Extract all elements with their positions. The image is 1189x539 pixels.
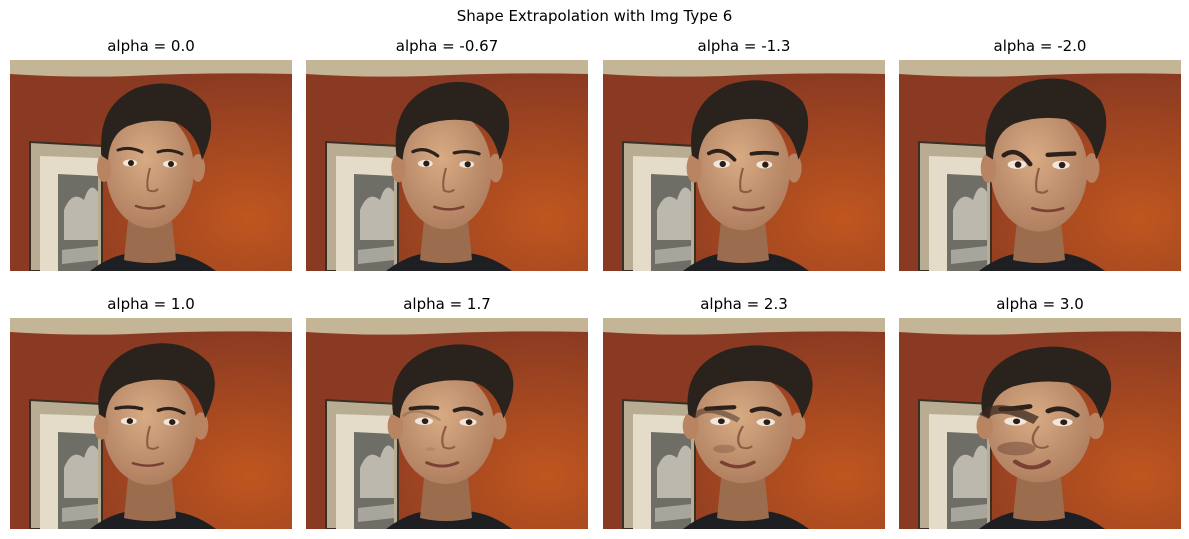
face-image (899, 318, 1181, 529)
panel-title: alpha = 3.0 (996, 295, 1084, 313)
panel-title: alpha = -1.3 (697, 37, 791, 55)
face-image (306, 60, 588, 271)
face-image (306, 318, 588, 529)
figure-title: Shape Extrapolation with Img Type 6 (456, 7, 733, 25)
face-image (603, 318, 885, 529)
panel-title: alpha = -0.67 (395, 37, 499, 55)
face-image (10, 318, 292, 529)
face-image (899, 60, 1181, 271)
panel-title: alpha = 1.7 (403, 295, 491, 313)
panel-title: alpha = 2.3 (700, 295, 788, 313)
face-image (603, 60, 885, 271)
panel-title: alpha = 0.0 (107, 37, 195, 55)
panel-title: alpha = -2.0 (993, 37, 1087, 55)
panel-title: alpha = 1.0 (107, 295, 195, 313)
face-image (10, 60, 292, 271)
